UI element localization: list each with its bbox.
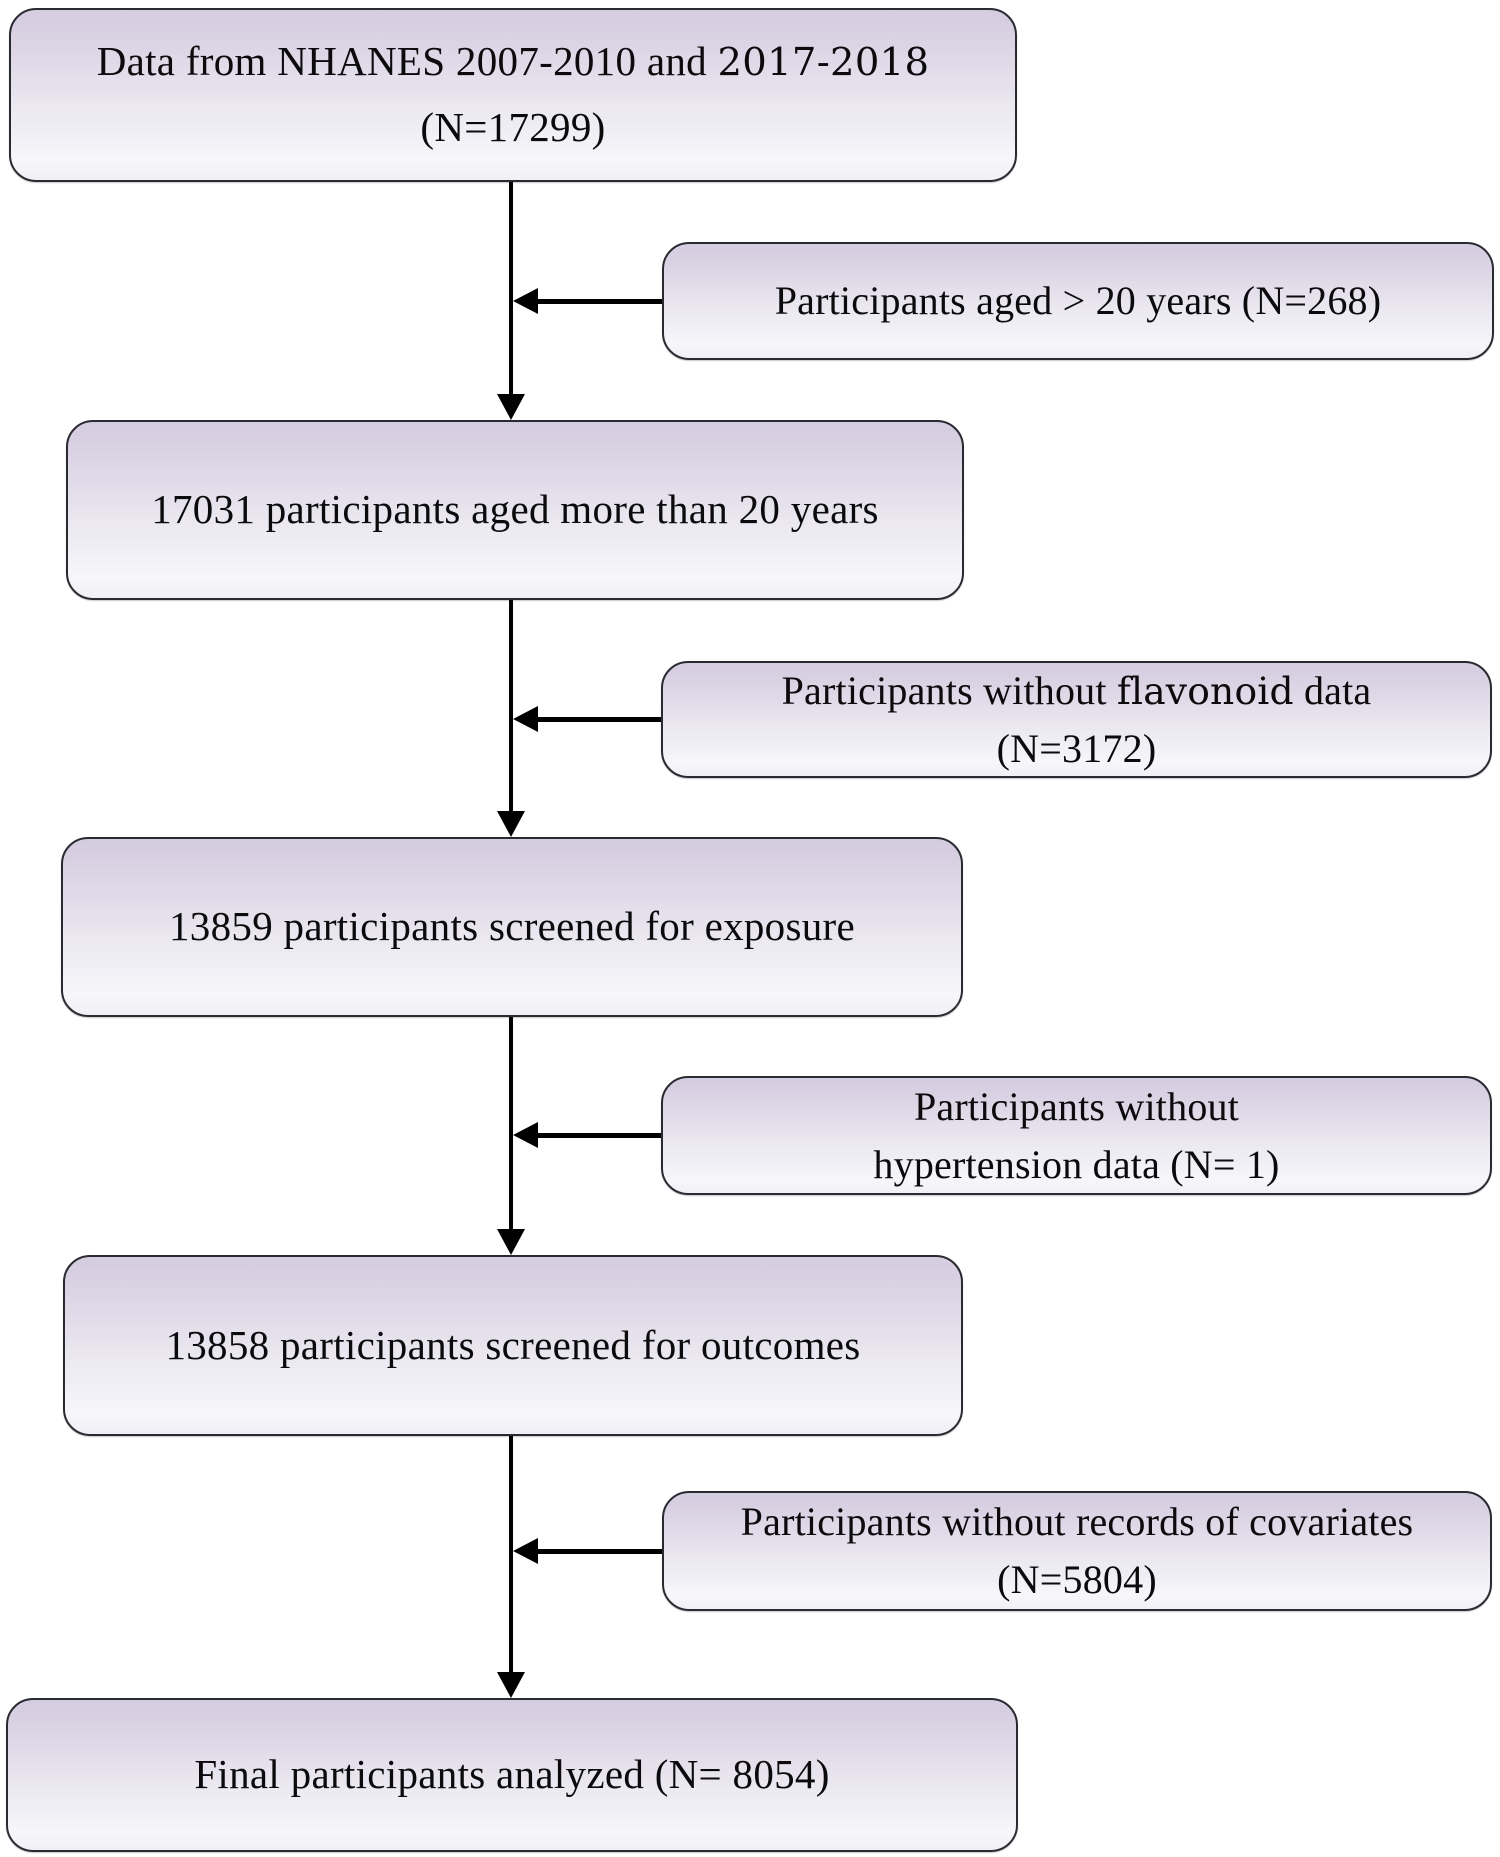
arrow-down-icon-2 [497, 811, 525, 837]
source-text: Data from NHANES 2007-2010 and [96, 38, 718, 85]
box-text-line: 17031 participants aged more than 20 yea… [151, 486, 879, 533]
box-exclusion-age: Participants aged > 20 years (N=268) [662, 242, 1494, 360]
box-text-line: Data from NHANES 2007-2010 and 2017-2018 [97, 29, 930, 95]
box-exclusion-flavonoid: Participants without flavonoid data (N=3… [661, 661, 1492, 778]
box-text-line: hypertension data (N= 1) [873, 1141, 1280, 1187]
box-text-line: 13858 participants screened for outcomes [165, 1321, 861, 1368]
arrow-down-icon-1 [497, 394, 525, 420]
box-text-line: Participants without [913, 1083, 1240, 1129]
box-data-source: Data from NHANES 2007-2010 and 2017-2018… [9, 8, 1017, 182]
box-text-line: (N=3172) [996, 725, 1157, 771]
arrow-down-icon-4 [497, 1672, 525, 1698]
exclusion-line-2 [537, 717, 662, 722]
connector-line-2 [509, 600, 513, 813]
source-years-text: 2017-2018 [717, 40, 930, 86]
box-screened-exposure: 13859 participants screened for exposure [61, 837, 963, 1017]
box-text-line: (N=17299) [420, 104, 606, 150]
box-text-line: Participants without flavonoid data [782, 662, 1372, 720]
box-text-line: Final participants analyzed (N= 8054) [194, 1751, 830, 1798]
box-aged-over-20: 17031 participants aged more than 20 yea… [66, 420, 964, 600]
arrow-left-icon-1 [513, 288, 538, 314]
connector-line-1 [509, 182, 513, 396]
arrow-left-icon-2 [513, 706, 538, 732]
box-screened-outcomes: 13858 participants screened for outcomes [63, 1255, 963, 1436]
connector-line-4 [509, 1436, 513, 1674]
box-text-line: 13859 participants screened for exposure [169, 903, 855, 950]
box-text-line: Participants aged > 20 years (N=268) [774, 278, 1382, 323]
flavonoid-text: flavonoid [1116, 668, 1294, 713]
arrow-left-icon-4 [513, 1538, 538, 1564]
excl-text: data [1293, 667, 1372, 713]
box-final-analyzed: Final participants analyzed (N= 8054) [6, 1698, 1018, 1852]
connector-line-3 [509, 1017, 513, 1229]
excl-text: Participants without [781, 667, 1117, 713]
box-exclusion-hypertension: Participants without hypertension data (… [661, 1076, 1492, 1195]
arrow-left-icon-3 [513, 1122, 538, 1148]
exclusion-line-3 [537, 1133, 662, 1138]
exclusion-line-1 [537, 299, 662, 304]
box-text-line: Participants without records of covariat… [740, 1499, 1414, 1544]
arrow-down-icon-3 [497, 1229, 525, 1255]
box-text-line: (N=5804) [997, 1557, 1157, 1602]
exclusion-line-4 [537, 1549, 662, 1554]
box-exclusion-covariates: Participants without records of covariat… [662, 1491, 1492, 1611]
